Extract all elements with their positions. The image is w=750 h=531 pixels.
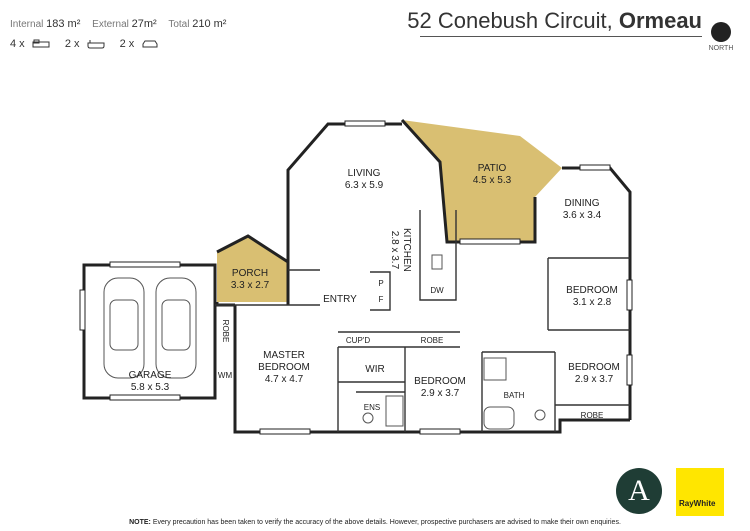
label-robe-hall: ROBE [420, 336, 444, 345]
car-count: 2 x [119, 38, 135, 50]
title-rule [420, 36, 702, 37]
room-bedroom3-name: BEDROOM [414, 376, 466, 387]
label-bath: BATH [503, 391, 525, 400]
room-dining-size: 3.6 x 3.4 [562, 210, 602, 221]
room-bedroom2-size: 3.1 x 2.8 [572, 297, 612, 308]
bathroom-count: 2 x [64, 38, 80, 50]
area-stats: Internal 183 m² External 27m² Total 210 … [10, 18, 235, 30]
bed-icon [32, 39, 50, 48]
room-patio-size: 4.5 x 5.3 [472, 175, 512, 186]
header: Internal 183 m² External 27m² Total 210 … [0, 0, 750, 52]
inner-walls [215, 210, 630, 432]
room-kitchen: KITCHEN 2.8 x 3.7 [388, 228, 412, 272]
garage-cars [103, 277, 197, 379]
room-garage: GARAGE 5.8 x 5.3 [129, 370, 172, 394]
address: 52 Conebush Circuit, [407, 8, 613, 33]
total-value: 210 m² [192, 18, 227, 30]
room-porch-size: 3.3 x 2.7 [230, 280, 270, 291]
room-bedroom4-size: 2.9 x 3.7 [574, 374, 614, 385]
room-master-name2: BEDROOM [258, 362, 310, 373]
internal-value: 183 m² [46, 18, 81, 30]
label-ens: ENS [363, 403, 381, 412]
suburb: Ormeau [618, 8, 702, 33]
room-bedroom4-name: BEDROOM [568, 362, 620, 373]
room-garage-name: GARAGE [128, 370, 172, 381]
room-master-size: 4.7 x 4.7 [264, 374, 304, 385]
disclaimer-bold: NOTE: [129, 519, 151, 526]
total-label: Total [168, 19, 190, 30]
label-cupd: CUP'D [345, 336, 371, 345]
room-living: LIVING 6.3 x 5.9 [345, 168, 383, 192]
room-bedroom3: BEDROOM 2.9 x 3.7 [414, 376, 466, 400]
room-patio: PATIO 4.5 x 5.3 [473, 163, 511, 187]
room-garage-size: 5.8 x 5.3 [130, 382, 170, 393]
label-fridge: F [378, 295, 384, 304]
room-kitchen-name: KITCHEN [401, 228, 412, 272]
north-indicator: NORTH [706, 22, 736, 52]
external-value: 27m² [131, 18, 157, 30]
address-title: 52 Conebush Circuit, Ormeau [407, 8, 702, 34]
car-icon [142, 40, 158, 48]
label-wir: WIR [365, 364, 385, 375]
internal-label: Internal [10, 19, 44, 30]
label-dw: DW [430, 286, 444, 295]
label-wm: WM [217, 371, 233, 380]
patio-area [402, 120, 562, 242]
disclaimer-text: Every precaution has been taken to verif… [152, 519, 621, 526]
label-pantry: P [378, 279, 384, 288]
room-patio-name: PATIO [477, 163, 507, 174]
room-master: MASTER BEDROOM 4.7 x 4.7 [258, 350, 310, 386]
north-label: NORTH [708, 45, 734, 52]
disclaimer: NOTE: Every precaution has been taken to… [0, 519, 750, 526]
room-porch-name: PORCH [231, 268, 269, 279]
feature-counts: 4 x 2 x 2 x [10, 38, 159, 50]
room-bedroom2-name: BEDROOM [566, 285, 618, 296]
compass-icon [711, 22, 731, 42]
room-dining: DINING 3.6 x 3.4 [563, 198, 601, 222]
raywhite-logo: RayWhite [676, 468, 724, 516]
label-entry: ENTRY [323, 294, 357, 305]
label-robe-bed4: ROBE [580, 411, 604, 420]
bedroom-count: 4 x [10, 38, 25, 50]
fixtures [362, 254, 546, 430]
room-dining-name: DINING [564, 198, 600, 209]
room-bedroom4: BEDROOM 2.9 x 3.7 [568, 362, 620, 386]
room-bedroom3-size: 2.9 x 3.7 [420, 388, 460, 399]
windows [79, 120, 633, 435]
room-living-size: 6.3 x 5.9 [344, 180, 384, 191]
porch-area [217, 236, 288, 302]
label-robe-master: ROBE [221, 319, 230, 343]
external-label: External [92, 19, 129, 30]
room-bedroom2: BEDROOM 3.1 x 2.8 [566, 285, 618, 309]
bath-icon [87, 40, 105, 49]
room-kitchen-size: 2.8 x 3.7 [389, 230, 400, 270]
room-master-name: MASTER [263, 350, 305, 361]
agency-monogram-logo: A [616, 468, 662, 514]
raywhite-wordmark: RayWhite [679, 499, 716, 508]
room-porch: PORCH 3.3 x 2.7 [231, 268, 269, 292]
room-living-name: LIVING [347, 168, 381, 179]
